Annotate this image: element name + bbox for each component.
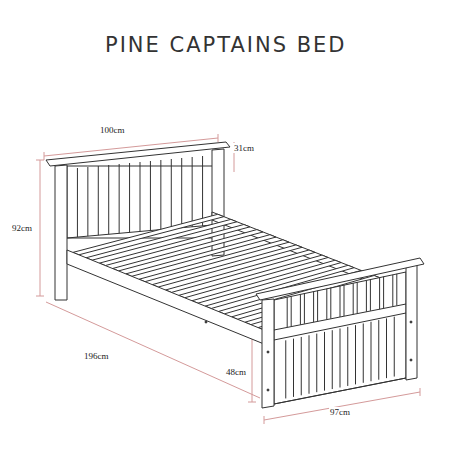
- footboard-spindle: [317, 291, 318, 322]
- footboard-board: [301, 337, 302, 395]
- footboard-cap: [256, 258, 424, 300]
- headboard-slat: [129, 163, 130, 232]
- headboard-slat: [171, 159, 172, 229]
- dimension-label: 97cm: [329, 407, 351, 417]
- footboard-board: [324, 332, 325, 391]
- headboard-slat: [160, 160, 161, 230]
- footboard-spindle: [304, 293, 305, 323]
- dimension-label: 100cm: [99, 125, 126, 135]
- dimension-label: 196cm: [83, 351, 110, 361]
- footboard-spindle: [340, 286, 341, 317]
- footboard-spindle: [379, 278, 380, 310]
- footboard-board: [285, 340, 286, 398]
- footboard-board: [355, 325, 356, 384]
- headboard-slat: [87, 167, 88, 236]
- footboard-board: [371, 322, 372, 382]
- headboard-slat: [98, 166, 99, 235]
- footboard-board: [340, 329, 341, 388]
- dimension-label: 48cm: [225, 367, 247, 377]
- dimension-label: 31cm: [233, 143, 255, 153]
- footboard-board: [309, 335, 310, 394]
- dimension-lines: [36, 134, 420, 424]
- headboard-slat: [119, 164, 120, 233]
- footboard-spindle: [344, 285, 345, 316]
- headboard-slat: [108, 165, 109, 234]
- footboard-board: [363, 323, 364, 382]
- footboard-board: [332, 330, 333, 389]
- title: PINE CAPTAINS BED: [105, 33, 347, 57]
- footboard-post: [262, 299, 274, 408]
- bed-slat: [152, 245, 302, 287]
- footboard-board: [347, 327, 348, 386]
- footboard-spindle: [353, 283, 354, 314]
- footboard-spindle: [291, 296, 292, 326]
- headboard-post: [55, 165, 67, 300]
- footboard-board: [378, 320, 379, 380]
- footboard-board: [293, 339, 294, 397]
- footboard-spindle: [366, 280, 367, 311]
- footboard-post: [406, 264, 417, 380]
- footboard-spindle: [383, 277, 384, 309]
- headboard-slat: [192, 157, 193, 227]
- headboard-slat: [181, 158, 182, 228]
- footboard-spindle: [300, 294, 301, 324]
- footboard-spindle: [330, 288, 331, 319]
- headboard-slat: [150, 161, 151, 231]
- headboard-slat: [77, 168, 78, 237]
- footboard-spindle: [357, 282, 358, 313]
- bed-slat: [139, 240, 289, 282]
- bed-frame: [46, 142, 424, 408]
- footboard-board: [316, 334, 317, 393]
- headboard-slat: [202, 156, 203, 226]
- footboard-spindle: [396, 274, 397, 306]
- footboard-spindle: [313, 292, 314, 323]
- footboard-board: [394, 317, 395, 377]
- footboard-board: [386, 318, 387, 378]
- side-rail: [67, 250, 264, 344]
- footboard-spindle: [370, 279, 371, 310]
- footboard-spindle: [392, 275, 393, 307]
- footboard-spindle: [326, 289, 327, 320]
- bed-slat: [179, 255, 328, 298]
- headboard-cap: [46, 142, 230, 166]
- footboard-spindle: [287, 297, 288, 327]
- dimension-label: 92cm: [11, 223, 33, 233]
- headboard-slat: [140, 162, 141, 232]
